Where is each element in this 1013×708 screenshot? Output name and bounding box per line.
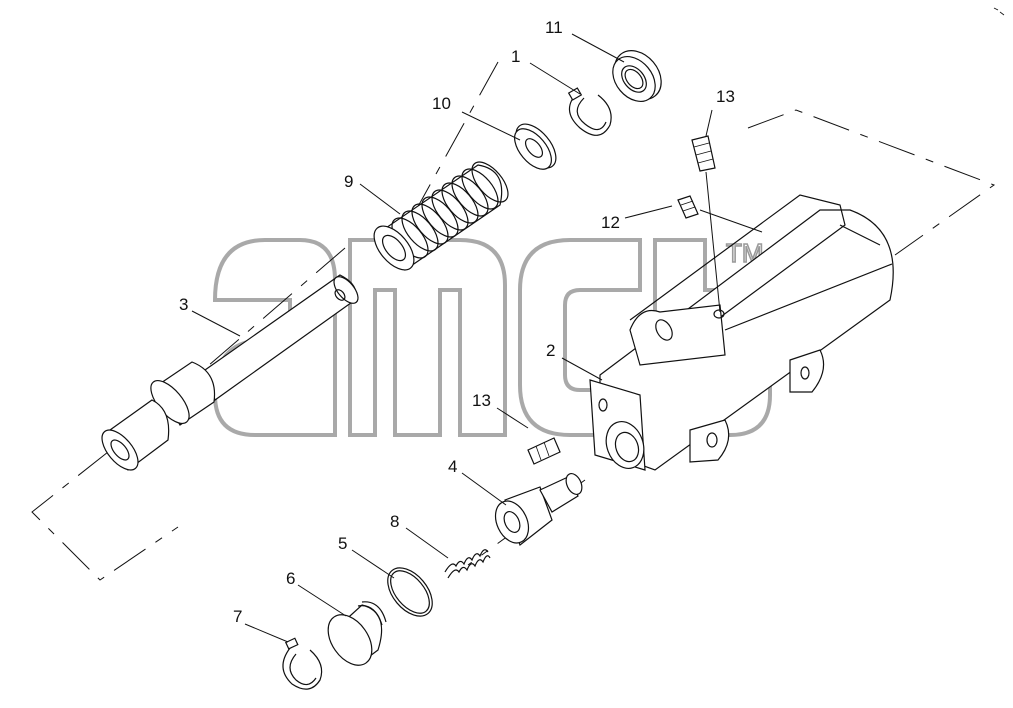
callout-13-lower: 13 [472,391,491,410]
callout-5: 5 [338,534,347,553]
callout-7: 7 [233,607,242,626]
callout-10: 10 [432,94,451,113]
part-9-spring [373,161,509,271]
callout-11: 11 [545,18,563,37]
leader-lines [191,33,763,643]
callout-1: 1 [511,47,520,66]
part-8-spring [444,549,491,579]
part-10-washer [514,123,557,170]
part-6-cap [327,601,387,666]
callout-8: 8 [390,512,399,531]
callout-13-upper: 13 [716,87,735,106]
part-5-o-ring [387,567,433,617]
part-13-plug-lower [527,437,561,465]
callouts: 11 1 10 9 3 2 13 4 8 5 6 7 12 13 [179,18,735,626]
part-12-screw [677,195,699,219]
callout-12: 12 [601,213,620,232]
callout-3: 3 [179,295,188,314]
part-7-snap-ring [282,637,323,690]
corner-mark [993,7,1005,16]
callout-4: 4 [448,457,457,476]
callout-6: 6 [286,569,295,588]
part-11-bearing [612,50,662,102]
callout-9: 9 [344,172,353,191]
part-4-piston [494,473,583,546]
part-2-housing [589,194,894,471]
part-13-plug-upper [691,135,716,172]
part-1-snap-ring [567,87,612,136]
part-3-shaft [101,274,359,471]
callout-2: 2 [546,341,555,360]
